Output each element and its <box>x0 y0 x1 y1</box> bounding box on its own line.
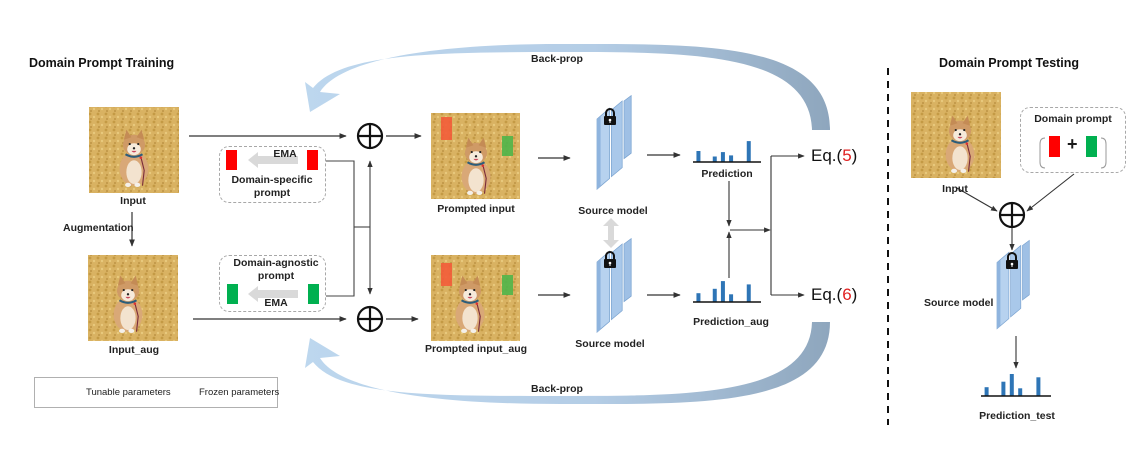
test-domain-prompt-label: Domain prompt <box>1034 113 1112 125</box>
prompt-patch-green <box>502 136 513 156</box>
domain-agnostic-ema-label: EMA <box>264 297 288 309</box>
prediction-bar <box>720 281 725 302</box>
test-domain-prompt-graphics <box>1039 136 1107 169</box>
prompt-patch-red <box>441 117 452 140</box>
prompted-input-label: Prompted input <box>437 203 515 215</box>
prediction-bar <box>729 155 734 162</box>
prediction-bar <box>712 288 717 302</box>
eq6-label: Eq.(6) <box>811 285 858 304</box>
lock-icon <box>603 251 617 269</box>
domain-agnostic-label-2: prompt <box>257 270 295 282</box>
lock-icon <box>603 108 617 126</box>
domain-specific-prompt-graphics <box>226 150 318 170</box>
ema-source-red <box>307 150 318 170</box>
prediction-bar <box>696 293 701 302</box>
testing-title: Domain Prompt Testing <box>939 56 1080 70</box>
prediction-bar <box>1018 388 1023 396</box>
source-model-bottom-label: Source model <box>575 338 645 350</box>
input-aug-label: Input_aug <box>108 344 160 356</box>
oplus-test <box>998 201 1026 229</box>
prediction-bar <box>1036 377 1041 396</box>
ema-target-green <box>227 284 238 304</box>
input-aug-image <box>88 255 178 341</box>
training-title: Domain Prompt Training <box>29 56 175 70</box>
augmentation-label: Augmentation <box>63 222 134 234</box>
prompted-input-aug-image <box>431 255 520 341</box>
domain-specific-label-2: prompt <box>253 187 291 199</box>
backprop-bottom-label: Back-prop <box>531 383 583 395</box>
prompt-patch-red <box>441 263 452 286</box>
test-input-image <box>911 92 1001 178</box>
input-label: Input <box>120 195 146 207</box>
test-source-model-label: Source model <box>924 297 994 309</box>
test-plus-symbol: + <box>1067 134 1078 154</box>
ema-arrow <box>248 286 298 302</box>
prediction-bar <box>984 387 989 396</box>
backprop-top-label: Back-prop <box>531 53 583 65</box>
source-model-top <box>596 95 632 190</box>
source-model-test <box>996 239 1030 330</box>
prediction-test-label: Prediction_test <box>979 410 1055 422</box>
prediction-bar <box>696 151 701 162</box>
prediction-to-eq-lines <box>726 153 805 298</box>
prediction-bar <box>1009 374 1014 396</box>
ema-arrow <box>248 152 298 168</box>
domain-specific-label-1: Domain-specific <box>231 174 313 186</box>
oplus-bottom <box>356 305 384 333</box>
prediction-label: Prediction <box>701 168 753 180</box>
source-model-bottom <box>596 238 632 333</box>
test-domain-prompt-box <box>1020 107 1126 173</box>
test-prompt-red <box>1049 136 1060 157</box>
domain-agnostic-label-1: Domain-agnostic <box>233 257 319 269</box>
ema-source-green <box>308 284 319 304</box>
oplus-top <box>356 122 384 150</box>
eq5-label: Eq.(5) <box>811 146 858 165</box>
legend-box <box>34 377 278 408</box>
prediction-bar <box>1001 381 1006 396</box>
prompt-patch-green <box>502 275 513 295</box>
domain-specific-ema-label: EMA <box>273 148 297 160</box>
prediction-test-chart <box>981 374 1051 397</box>
input-image <box>89 107 179 193</box>
prediction-bar <box>746 284 751 302</box>
test-arrows <box>956 173 1075 369</box>
prediction-aug-chart <box>693 281 761 303</box>
legend-frozen-label: Frozen parameters <box>199 387 280 398</box>
prediction-bar <box>746 141 751 162</box>
prediction-aug-label: Prediction_aug <box>693 316 769 328</box>
prediction-bar <box>720 152 725 162</box>
prompted-input-aug-label: Prompted input_aug <box>424 343 528 355</box>
test-input-label: Input <box>942 183 968 195</box>
prediction-bar <box>712 156 717 162</box>
prediction-bar <box>729 294 734 302</box>
prediction-chart <box>693 141 761 163</box>
prompt-connector-lines <box>326 160 373 297</box>
domain-agnostic-prompt-graphics <box>227 284 319 304</box>
domain-agnostic-prompt-box <box>219 255 326 312</box>
shared-weights-arrow <box>603 218 619 248</box>
legend-tunable-label: Tunable parameters <box>86 387 171 398</box>
ema-target-red <box>226 150 237 170</box>
source-model-top-label: Source model <box>578 205 648 217</box>
test-prompt-green <box>1086 136 1097 157</box>
prompted-input-image <box>431 113 520 199</box>
domain-specific-prompt-box <box>219 146 326 203</box>
